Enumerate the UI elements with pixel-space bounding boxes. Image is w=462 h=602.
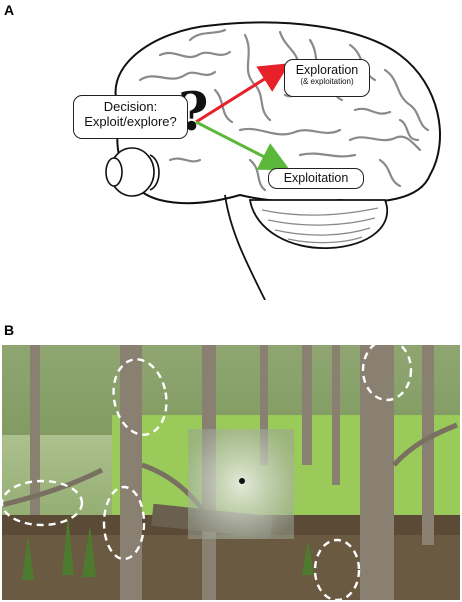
panel-label-b: B (4, 322, 15, 338)
brain-illustration (105, 21, 441, 300)
eye (105, 147, 160, 197)
exploration-callout: Exploration (& exploitation) (284, 59, 370, 97)
swamp-photo (2, 345, 460, 600)
swamp-scene (2, 345, 460, 600)
brainstem (224, 194, 266, 300)
cerebellum-folia (261, 207, 379, 244)
gaze-window (188, 429, 294, 539)
panel-label-a: A (4, 2, 15, 18)
fixation-dot (239, 478, 245, 484)
decision-line1: Decision: (103, 99, 158, 114)
exploration-sub-label: (& exploitation) (300, 77, 354, 87)
cerebellum (248, 199, 388, 249)
exploration-arrow (195, 63, 290, 124)
decision-line2: Exploit/explore? (84, 113, 177, 129)
decision-callout: Decision: Exploit/explore? (73, 95, 188, 139)
exploration-label: Exploration (295, 63, 359, 77)
exploitation-callout: Exploitation (268, 168, 364, 189)
foreground-plants (22, 515, 314, 580)
exploitation-arrow (195, 120, 291, 171)
